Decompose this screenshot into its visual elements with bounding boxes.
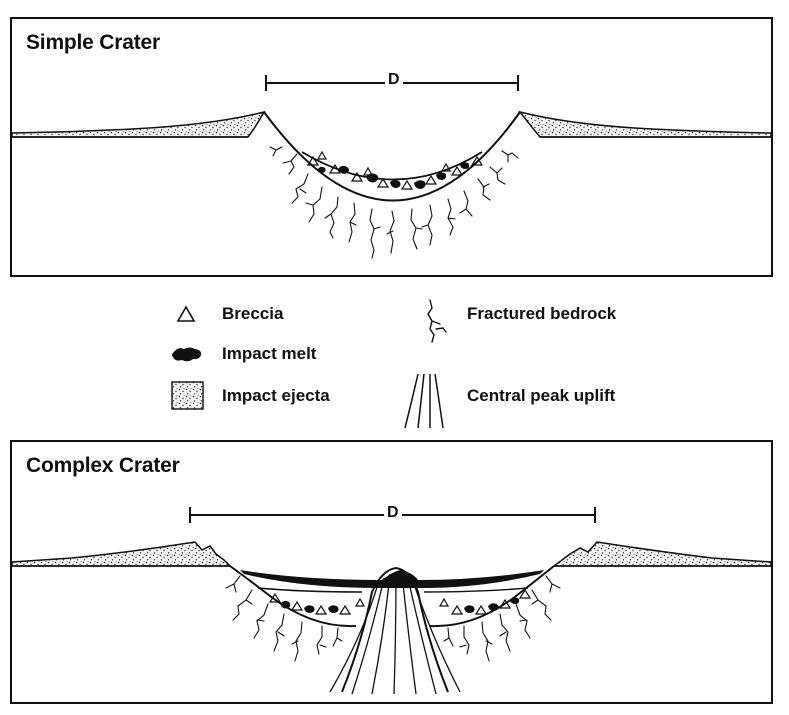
fractured-bedrock-legend-icon bbox=[427, 299, 447, 343]
central-peak-uplift-legend-icon bbox=[404, 373, 444, 429]
complex-melt-fill bbox=[280, 597, 520, 613]
complex-crater-title: Complex Crater bbox=[26, 454, 180, 477]
complex-uplift-lines bbox=[329, 571, 461, 695]
complex-fractures bbox=[225, 575, 561, 662]
legend-breccia-label: Breccia bbox=[222, 304, 284, 323]
legend-impact-melt-label: Impact melt bbox=[222, 344, 317, 363]
simple-fractures bbox=[269, 146, 519, 259]
simple-breccia-fill bbox=[306, 150, 484, 190]
complex-crater-diagram bbox=[12, 507, 771, 695]
complex-melt-sheet bbox=[240, 570, 544, 588]
simple-crater-bowl-inner bbox=[301, 151, 483, 181]
simple-diameter-label: D bbox=[385, 71, 403, 89]
complex-diameter-label: D bbox=[384, 504, 402, 522]
complex-crater-boundary bbox=[229, 565, 555, 628]
simple-ejecta-right bbox=[518, 110, 771, 138]
complex-central-peak bbox=[341, 566, 449, 693]
impact-ejecta-legend-icon bbox=[171, 381, 204, 410]
simple-crater-panel: Simple Crater bbox=[10, 17, 773, 277]
legend-fractured-bedrock-label: Fractured bedrock bbox=[467, 304, 617, 323]
complex-crater-panel: Complex Crater bbox=[10, 440, 773, 704]
complex-ejecta-right bbox=[551, 541, 771, 567]
legend-impact-ejecta-label: Impact ejecta bbox=[222, 386, 330, 405]
simple-crater-bowl-outer bbox=[263, 111, 521, 202]
legend-central-peak-uplift-label: Central peak uplift bbox=[467, 386, 616, 405]
breccia-legend-icon bbox=[176, 305, 196, 322]
simple-melt-fill bbox=[318, 162, 470, 189]
simple-ejecta-left bbox=[12, 110, 266, 138]
complex-breccia-fill bbox=[268, 588, 532, 615]
complex-ejecta-left bbox=[12, 541, 232, 567]
simple-crater-title: Simple Crater bbox=[26, 31, 160, 54]
impact-melt-legend-icon bbox=[172, 347, 202, 362]
simple-crater-diagram bbox=[12, 75, 771, 259]
